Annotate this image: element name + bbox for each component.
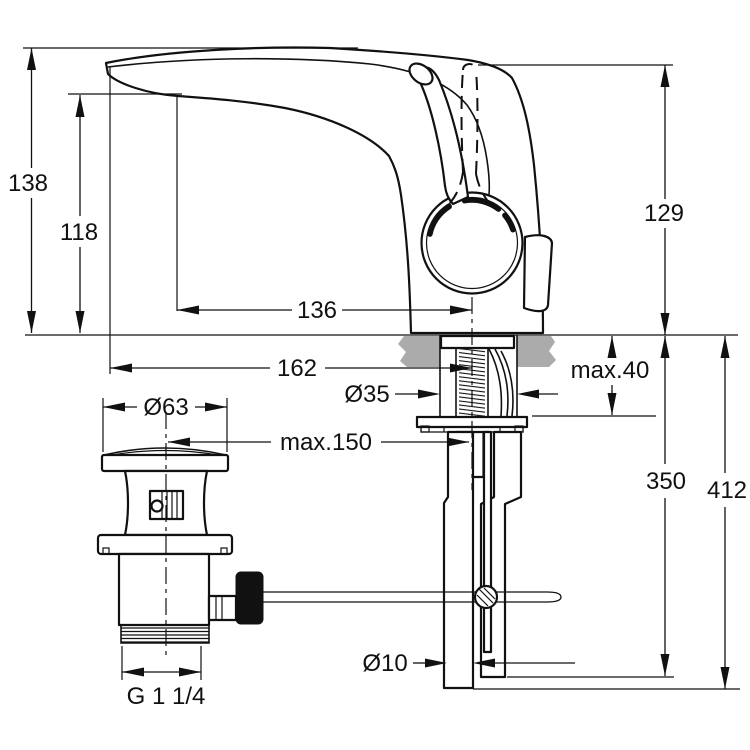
lever-knob [408, 62, 434, 86]
dim-label-flange-diameter: Ø63 [143, 394, 188, 421]
waste-flange [100, 453, 230, 473]
linkage-rod [262, 591, 562, 603]
dimension-g114: G 1 1/4 [122, 667, 206, 710]
pop-up-rod [482, 430, 493, 654]
extension-lines [23, 47, 740, 690]
dimension-138: 138 [8, 48, 48, 333]
dimension-o10: Ø10 [362, 650, 575, 677]
counter-deck [398, 335, 556, 417]
flexible-hoses [488, 348, 514, 417]
rod-knob [235, 571, 264, 625]
dim-label-outlet-to-axis: 136 [297, 297, 337, 324]
dimension-412: 412 [707, 336, 747, 689]
lever-raised-dashed [447, 63, 494, 208]
waste-plug-dome [103, 447, 227, 456]
dim-label-tip-to-axis: 162 [277, 355, 317, 382]
dim-label-shank-diameter: Ø35 [344, 381, 389, 408]
waste-side-outlet [207, 571, 264, 625]
dim-label-max-deck: max.40 [571, 357, 650, 384]
dome-rim-arcs [427, 197, 516, 237]
below-deck-assembly [262, 334, 562, 690]
lever-handle [408, 62, 470, 206]
waste-mid-flange [96, 533, 234, 556]
dim-label-max-waste-offset: max.150 [280, 429, 372, 456]
dim-label-tail-diameter: Ø10 [362, 650, 407, 677]
supply-tail-left [442, 430, 475, 690]
dim-label-waste-thread: G 1 1/4 [127, 683, 206, 710]
dim-label-overall-below-deck: 412 [707, 477, 747, 504]
dim-label-supply-length: 350 [646, 468, 686, 495]
dim-label-outlet-height: 118 [60, 219, 98, 246]
dim-label-lever-height: 129 [644, 200, 684, 227]
dimension-118: 118 [60, 95, 98, 333]
linkage-screw [473, 584, 499, 610]
faucet-body [104, 46, 554, 335]
dimension-o35: Ø35 [344, 381, 558, 408]
waste-lower-body [117, 552, 211, 627]
dimension-o63: Ø63 [103, 394, 227, 421]
dimension-136: 136 [177, 297, 472, 324]
waste-thread [120, 625, 210, 644]
cartridge-dome [420, 191, 524, 295]
dimension-350: 350 [646, 336, 686, 676]
dimension-max40: max.40 [571, 336, 650, 415]
dimension-129: 129 [644, 65, 684, 335]
pop-up-waste [96, 447, 264, 644]
base-gasket [439, 334, 516, 350]
body-side-piece [522, 234, 554, 313]
dimension-162: 162 [110, 355, 472, 382]
dimension-max150: max.150 [168, 429, 469, 456]
dim-label-spout-height: 138 [8, 170, 48, 197]
